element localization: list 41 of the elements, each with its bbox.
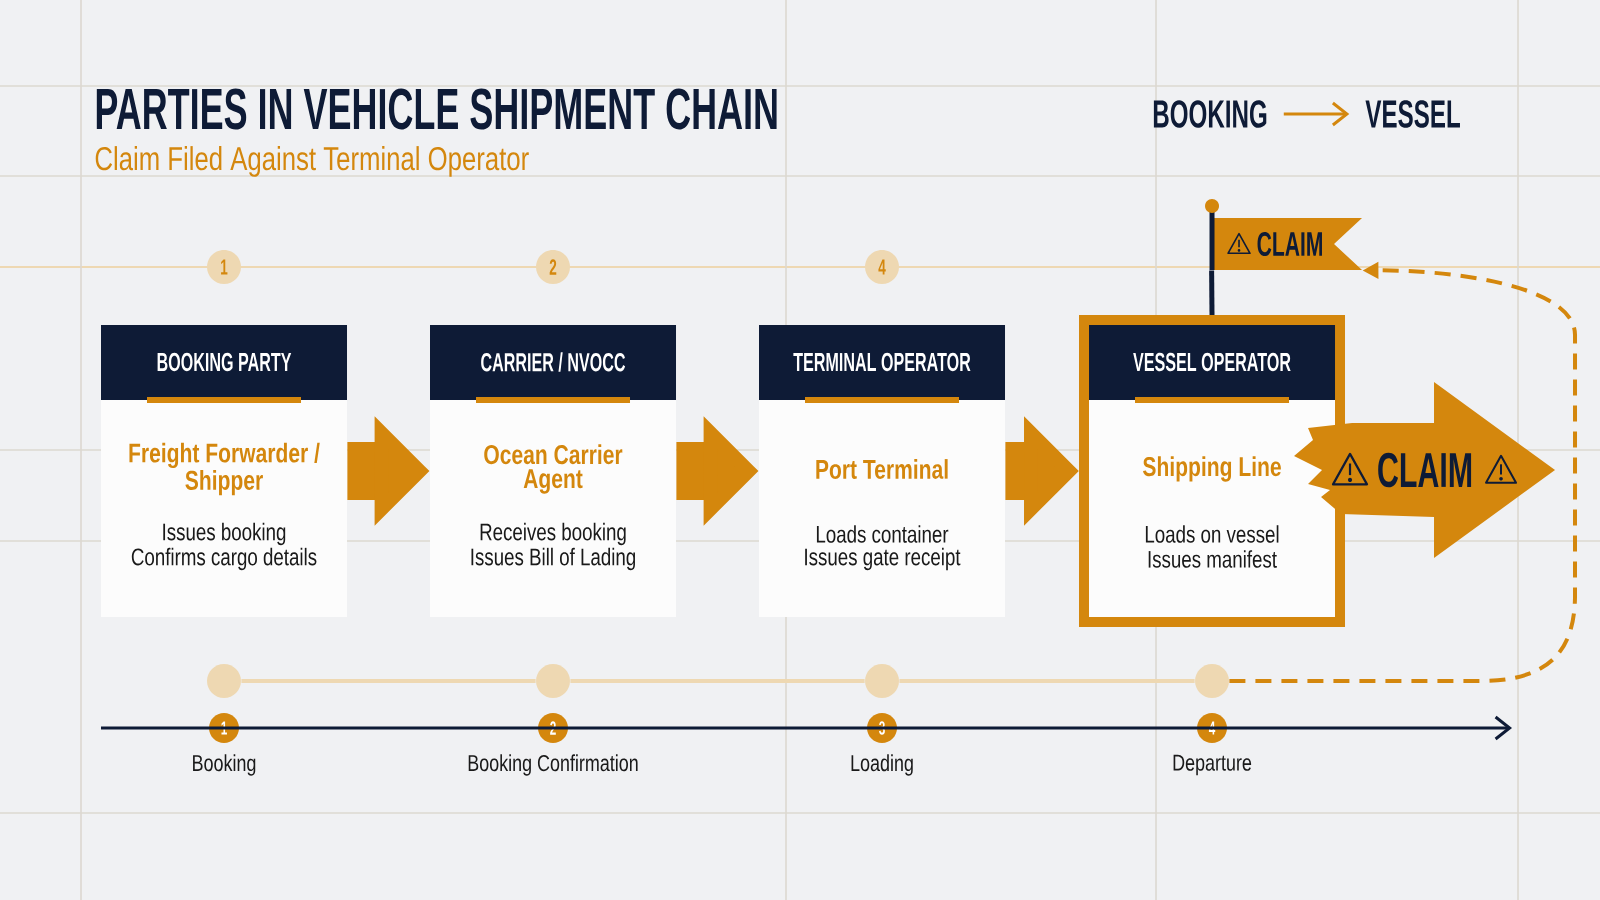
card-header: TERMINAL OPERATOR	[759, 325, 1005, 400]
step-label: Loading	[851, 754, 913, 776]
card-header: VESSEL OPERATOR	[1089, 325, 1335, 400]
card-text: Loads container	[816, 525, 949, 543]
card-text: Loads on vessel	[1145, 525, 1279, 543]
step-circle	[207, 664, 241, 698]
step-label: Departure	[1173, 754, 1252, 776]
card-text: Issues gate receipt	[805, 547, 961, 571]
card-header: CARRIER / NVOCC	[430, 325, 676, 400]
stage-label: BOOKING	[1153, 100, 1267, 128]
arrow	[1283, 101, 1350, 127]
title: PARTIES IN VEHICLE SHIPMENT CHAIN	[96, 88, 777, 130]
flag-pole	[1209, 270, 1215, 315]
card-text: Issues manifest	[1148, 550, 1277, 568]
step-circle	[536, 664, 570, 698]
card-title: Freight Forwarder / Shipper	[129, 442, 320, 496]
step-label: Booking	[193, 754, 256, 776]
party-card	[759, 325, 1005, 617]
connector-line	[570, 679, 865, 683]
claim-flag: CLAIM	[1205, 199, 1362, 270]
step-label: Booking Confirmation	[468, 754, 638, 776]
step-number: 1	[207, 250, 241, 284]
card-text: Confirms cargo details	[131, 547, 317, 571]
card-title: Port Terminal	[816, 459, 948, 479]
connector-line	[241, 679, 536, 683]
step-number: 2	[536, 250, 570, 284]
card-title: Ocean Carrier Agent	[484, 444, 623, 494]
stage-label: VESSEL	[1365, 100, 1460, 128]
step-circle	[1195, 664, 1229, 698]
connector-line	[899, 679, 1195, 683]
card-text: Receives booking	[480, 522, 626, 546]
party-card	[1079, 315, 1345, 627]
step-circle	[865, 664, 899, 698]
subtitle: Claim Filed Against Terminal Operator	[95, 146, 529, 177]
step-number: 4	[865, 250, 899, 284]
card-title: Shipping Line	[1143, 456, 1281, 482]
card-header: BOOKING PARTY	[101, 325, 347, 400]
card-text: Issues booking	[163, 522, 286, 546]
card-text: Issues Bill of Lading	[471, 547, 636, 571]
party-card	[101, 325, 347, 617]
party-card	[430, 325, 676, 617]
